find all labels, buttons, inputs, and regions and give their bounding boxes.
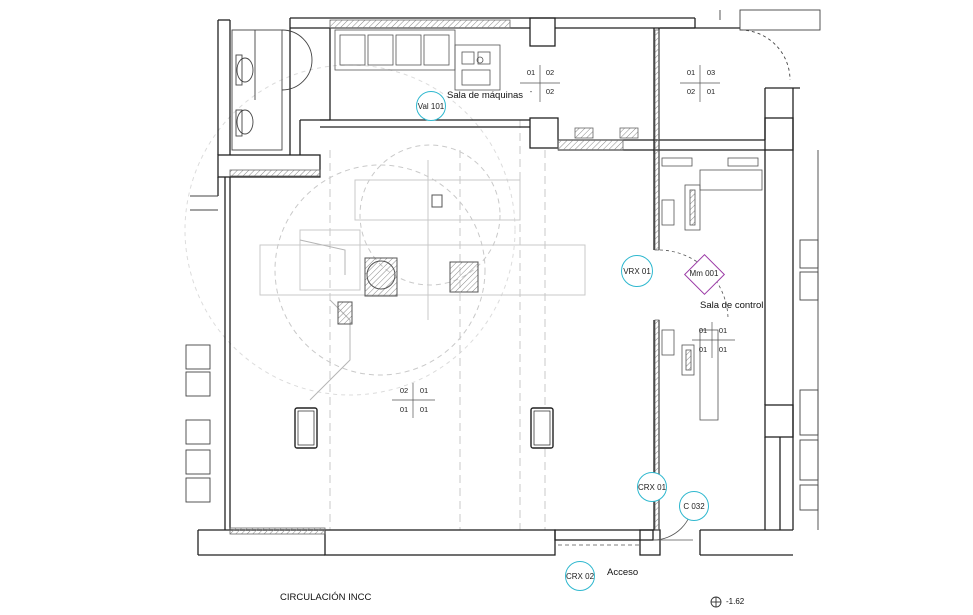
tag-val101: Val 101 bbox=[416, 91, 446, 121]
grid-number: 02 bbox=[545, 87, 555, 96]
tag-mm001-label: Mm 001 bbox=[689, 269, 719, 278]
restroom-fixtures bbox=[231, 29, 313, 151]
level-label: -1.62 bbox=[726, 597, 745, 606]
equipment-hatched-parts bbox=[337, 194, 479, 325]
equipment-outline bbox=[184, 64, 586, 530]
grid-number: 01 bbox=[706, 87, 716, 96]
grid-number: 01 bbox=[698, 345, 708, 354]
grid-crosses bbox=[392, 65, 735, 418]
tag-crx02: CRX 02 bbox=[565, 561, 595, 591]
right-side-rooms bbox=[719, 9, 821, 530]
level-marker-icon bbox=[710, 596, 722, 608]
grid-number: 01 bbox=[718, 345, 728, 354]
hatched-walls bbox=[229, 19, 660, 535]
control-room-label: Sala de control bbox=[700, 300, 764, 311]
tag-vrx01: VRX 01 bbox=[621, 255, 653, 287]
columns bbox=[294, 407, 554, 449]
grid-number: - bbox=[529, 87, 533, 96]
grid-number: 03 bbox=[706, 68, 716, 77]
corridor-label: CIRCULACIÓN INCC bbox=[280, 592, 372, 603]
left-side-rooms bbox=[185, 195, 218, 503]
grid-number: 01 bbox=[419, 405, 429, 414]
access-label: Acceso bbox=[607, 567, 639, 578]
grid-number: 01 bbox=[686, 68, 696, 77]
tag-crx01: CRX 01 bbox=[637, 472, 667, 502]
grid-number: 01 bbox=[698, 326, 708, 335]
door-swings bbox=[558, 499, 694, 546]
grid-number: 01 bbox=[718, 326, 728, 335]
grid-number: 01 bbox=[526, 68, 536, 77]
grid-number: 01 bbox=[419, 386, 429, 395]
control-room-equipment bbox=[659, 157, 763, 421]
grid-number: 02 bbox=[545, 68, 555, 77]
grid-number: 01 bbox=[399, 405, 409, 414]
machine-room-label: Sala de máquinas bbox=[447, 90, 524, 101]
grid-number: 02 bbox=[399, 386, 409, 395]
grid-number: 02 bbox=[686, 87, 696, 96]
machine-room-equipment bbox=[334, 29, 501, 91]
tag-c032: C 032 bbox=[679, 491, 709, 521]
